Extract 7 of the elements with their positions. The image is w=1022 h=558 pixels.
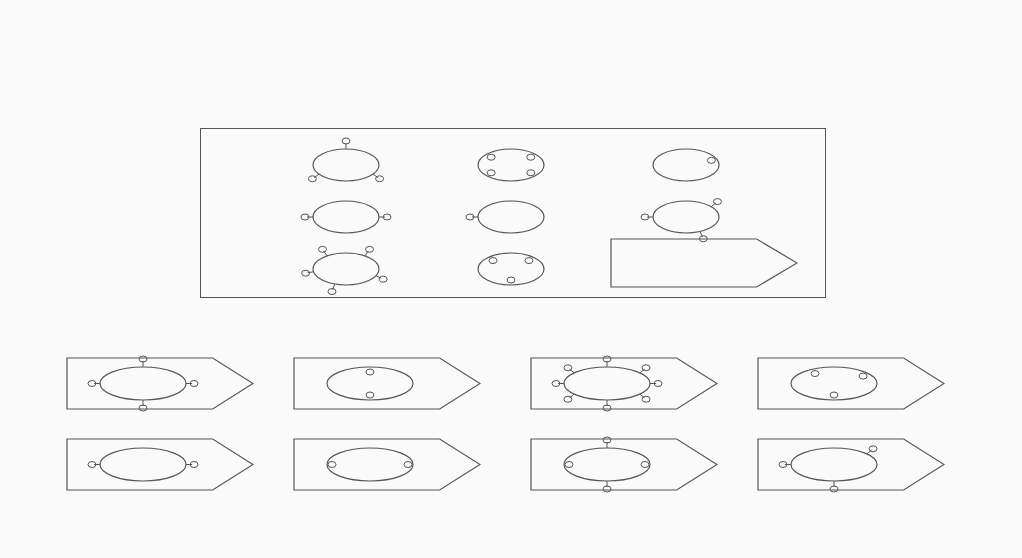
pentagon-card <box>757 357 945 410</box>
pentagon-card <box>293 438 481 491</box>
pentagon-card <box>610 238 798 288</box>
pentagon-card <box>293 357 481 410</box>
circle-figure <box>301 245 391 293</box>
frame-box <box>200 128 826 298</box>
pentagon-card <box>66 438 254 491</box>
